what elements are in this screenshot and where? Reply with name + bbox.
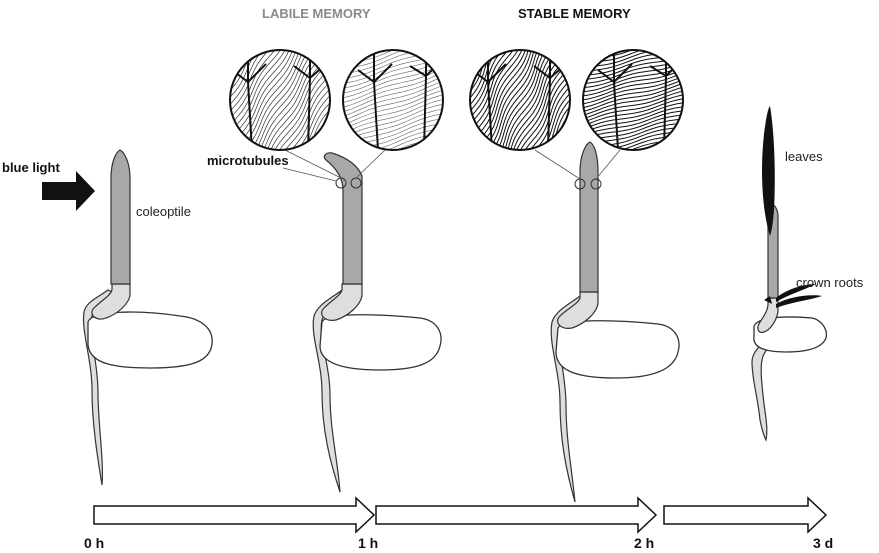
time-label-2h: 2 h bbox=[634, 535, 654, 551]
microtubule-line bbox=[457, 30, 516, 134]
microtubule-line bbox=[333, 71, 447, 109]
time-label-1h: 1 h bbox=[358, 535, 378, 551]
microtubule-line bbox=[563, 39, 680, 67]
seedling-2h bbox=[535, 142, 679, 502]
seedling-1h bbox=[285, 150, 441, 492]
microtubule-line bbox=[220, 33, 286, 133]
microtubule-line bbox=[585, 129, 702, 157]
root bbox=[752, 338, 776, 440]
microtubule-circle-2h-left bbox=[441, 19, 598, 181]
time-label-3d: 3 d bbox=[813, 535, 833, 551]
blue-light-label: blue light bbox=[2, 160, 60, 175]
labile-memory-header: LABILE MEMORY bbox=[262, 6, 371, 21]
microtubule-circle-2h-right bbox=[561, 27, 706, 171]
timeline-arrow-2h-3d bbox=[664, 498, 826, 532]
microtubule-line bbox=[454, 28, 513, 133]
coleoptile-label: coleoptile bbox=[136, 204, 191, 219]
crown-roots-label: crown roots bbox=[796, 275, 864, 290]
microtubule-line bbox=[336, 79, 450, 118]
timeline-arrow-0h-1h bbox=[94, 498, 374, 532]
microtubule-line bbox=[586, 132, 703, 160]
microtubule-line bbox=[211, 27, 276, 128]
microtubules-label: microtubules bbox=[207, 153, 289, 168]
microtubule-line bbox=[250, 48, 311, 151]
microtubule-line bbox=[526, 67, 585, 171]
coleoptile bbox=[580, 142, 598, 292]
seed bbox=[320, 315, 441, 370]
microtubule-line bbox=[523, 65, 583, 169]
timeline bbox=[94, 498, 826, 532]
time-label-0h: 0 h bbox=[84, 535, 104, 551]
seedling-0h bbox=[83, 150, 212, 485]
seed bbox=[556, 321, 679, 378]
microtubule-line bbox=[564, 43, 681, 71]
microtubule-line bbox=[337, 84, 451, 123]
coleoptile bbox=[111, 150, 130, 284]
seed bbox=[88, 312, 212, 368]
timeline-arrow-1h-2h bbox=[376, 498, 656, 532]
microtubule-circle-1h-right bbox=[318, 24, 468, 173]
stable-memory-header: STABLE MEMORY bbox=[518, 6, 631, 21]
blue-light-arrow-icon bbox=[42, 171, 95, 211]
leaves-label: leaves bbox=[785, 149, 823, 164]
microtubule-line bbox=[214, 29, 280, 129]
microtubule-line bbox=[561, 31, 677, 61]
leaves bbox=[762, 106, 775, 236]
microtubule-line bbox=[202, 20, 265, 122]
